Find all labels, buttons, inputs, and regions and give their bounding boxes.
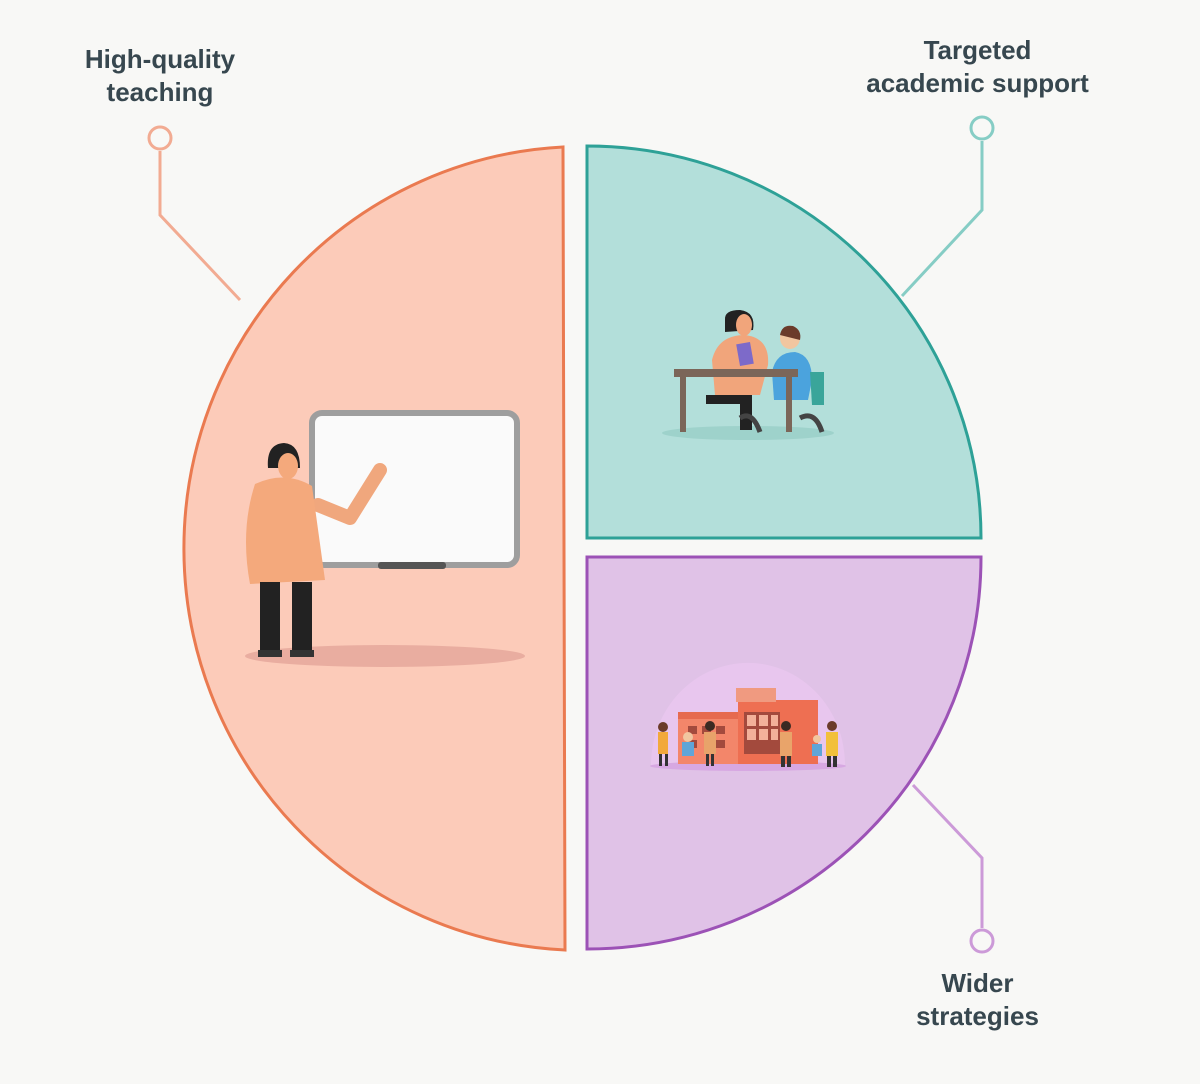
tutor-with-pupil-illustration [662,310,834,440]
connector-high-quality-teaching [147,125,242,302]
label-line: Wider [941,968,1014,998]
label-high-quality-teaching: High-quality teaching [60,43,260,109]
label-line: High-quality [84,44,236,74]
school-community-illustration [650,662,846,771]
teacher-at-whiteboard-illustration [245,410,525,667]
label-line: teaching [106,77,214,107]
connector-targeted-academic-support [900,115,995,298]
connector-wider-strategies [911,783,995,954]
label-line: Targeted [923,35,1032,65]
label-wider-strategies: Wider strategies [880,967,1075,1033]
label-line: strategies [916,1001,1039,1031]
label-targeted-academic-support: Targeted academic support [840,34,1115,100]
label-line: academic support [866,68,1089,98]
